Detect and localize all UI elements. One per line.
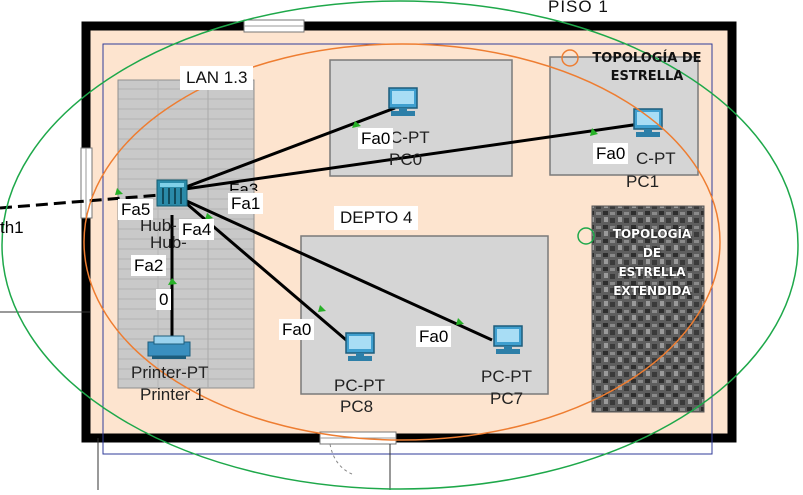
pc-icon: [388, 87, 418, 116]
extended-star-line3: ESTRELLA: [618, 265, 686, 279]
link-hub-pc1: [177, 122, 641, 192]
link-hub-pc0: [177, 106, 396, 192]
room-wall: [81, 21, 737, 443]
hub-icon: [156, 179, 188, 207]
port-fa4: Fa4: [179, 219, 215, 240]
depto-title: DEPTO 4: [334, 206, 419, 230]
pc8-type-label: PC-PT: [334, 376, 385, 395]
port-fa3-partial: Fa3: [229, 180, 259, 191]
pc-icon: [345, 332, 375, 361]
port-fa1: Fa1: [228, 193, 264, 214]
pc1-name-label: PC1: [626, 172, 660, 191]
pc-icon: [633, 108, 663, 137]
extended-star-line2: DE: [642, 246, 662, 260]
star-legend-icon: [561, 49, 579, 67]
office-pc0: [329, 59, 513, 177]
stone-block: [591, 205, 705, 413]
pc7-type-label: PC-PT: [481, 367, 532, 386]
extended-star-line1: TOPOLOGÍA: [612, 227, 692, 241]
pc0-name-label: PC0: [389, 150, 423, 169]
pc7-name-label: PC7: [490, 389, 524, 408]
printer-type-label: Printer-PT: [131, 363, 209, 382]
star-legend-label: TOPOLOGÍA DE ESTRELLA: [582, 50, 712, 86]
star-legend-line1: TOPOLOGÍA DE: [592, 51, 702, 66]
port-fa0-pc1: Fa0: [593, 143, 629, 164]
pc0-type-label: C-PT: [390, 128, 430, 147]
printer-name-label: Printer 1: [140, 385, 205, 404]
floor-title: PISO 1: [548, 0, 609, 16]
port-printer: 0: [156, 289, 172, 310]
hub-label-2: Hub-: [150, 233, 187, 252]
printer-icon: [147, 335, 191, 359]
link-leds: [115, 121, 598, 325]
link-hub-pc7: [179, 196, 493, 342]
window-icon: [243, 19, 305, 33]
port-fa2: Fa2: [131, 255, 167, 276]
port-fa0-pc8: Fa0: [279, 319, 315, 340]
extended-star-line4: EXTENDIDA: [613, 284, 691, 298]
port-fa5: Fa5: [118, 199, 154, 220]
link-hub-external: [0, 193, 161, 210]
hub-label-1: Hub-: [140, 216, 177, 235]
extended-star-legend-icon: [577, 227, 595, 245]
star-ellipse: [83, 43, 721, 441]
extended-star-legend-label: TOPOLOGÍA DE ESTRELLA EXTENDIDA: [600, 225, 704, 301]
depto-area: [300, 235, 549, 395]
pc8-name-label: PC8: [340, 397, 374, 416]
window-icon: [80, 147, 93, 219]
pc-icon: [493, 325, 523, 354]
port-fa0-pc0: Fa0: [358, 128, 394, 149]
star-legend-line2: ESTRELLA: [610, 69, 684, 84]
pc1-type-label: C-PT: [636, 149, 676, 168]
port-left-edge: th1: [0, 218, 24, 237]
lan-title: LAN 1.3: [180, 66, 254, 90]
port-fa0-pc7: Fa0: [416, 326, 452, 347]
